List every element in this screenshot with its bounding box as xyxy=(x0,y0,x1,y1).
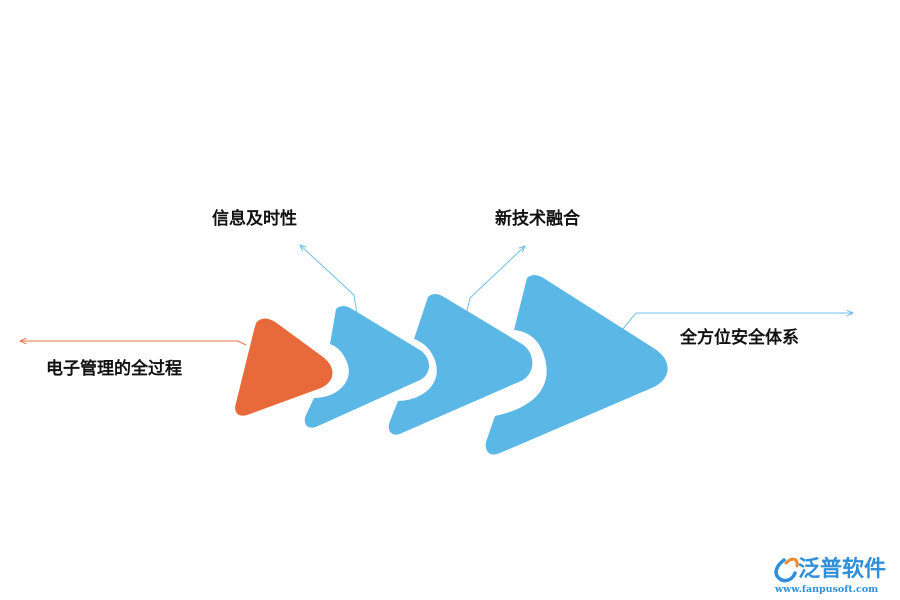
logo-name: 泛普软件 xyxy=(798,556,886,582)
timeliness-label: 信息及时性 xyxy=(212,208,297,229)
security-label: 全方位安全体系 xyxy=(679,327,799,348)
fanpu-logo: 泛普软件 www.fanpusoft.com xyxy=(774,556,886,595)
fanpu-logo-icon xyxy=(774,557,799,583)
tech-connector-line xyxy=(464,246,525,321)
process-connector-line xyxy=(20,341,247,346)
process-label: 电子管理的全过程 xyxy=(46,358,182,379)
timeliness-chevron-shape xyxy=(304,306,429,428)
timeliness-connector-line xyxy=(300,245,359,321)
tech-chevron-shape xyxy=(388,294,533,435)
tech-label: 新技术融合 xyxy=(495,208,581,229)
logo-url: www.fanpusoft.com xyxy=(774,584,878,595)
security-chevron-shape xyxy=(485,275,668,455)
process-triangle-shape xyxy=(235,318,333,416)
security-connector-line xyxy=(621,313,853,331)
